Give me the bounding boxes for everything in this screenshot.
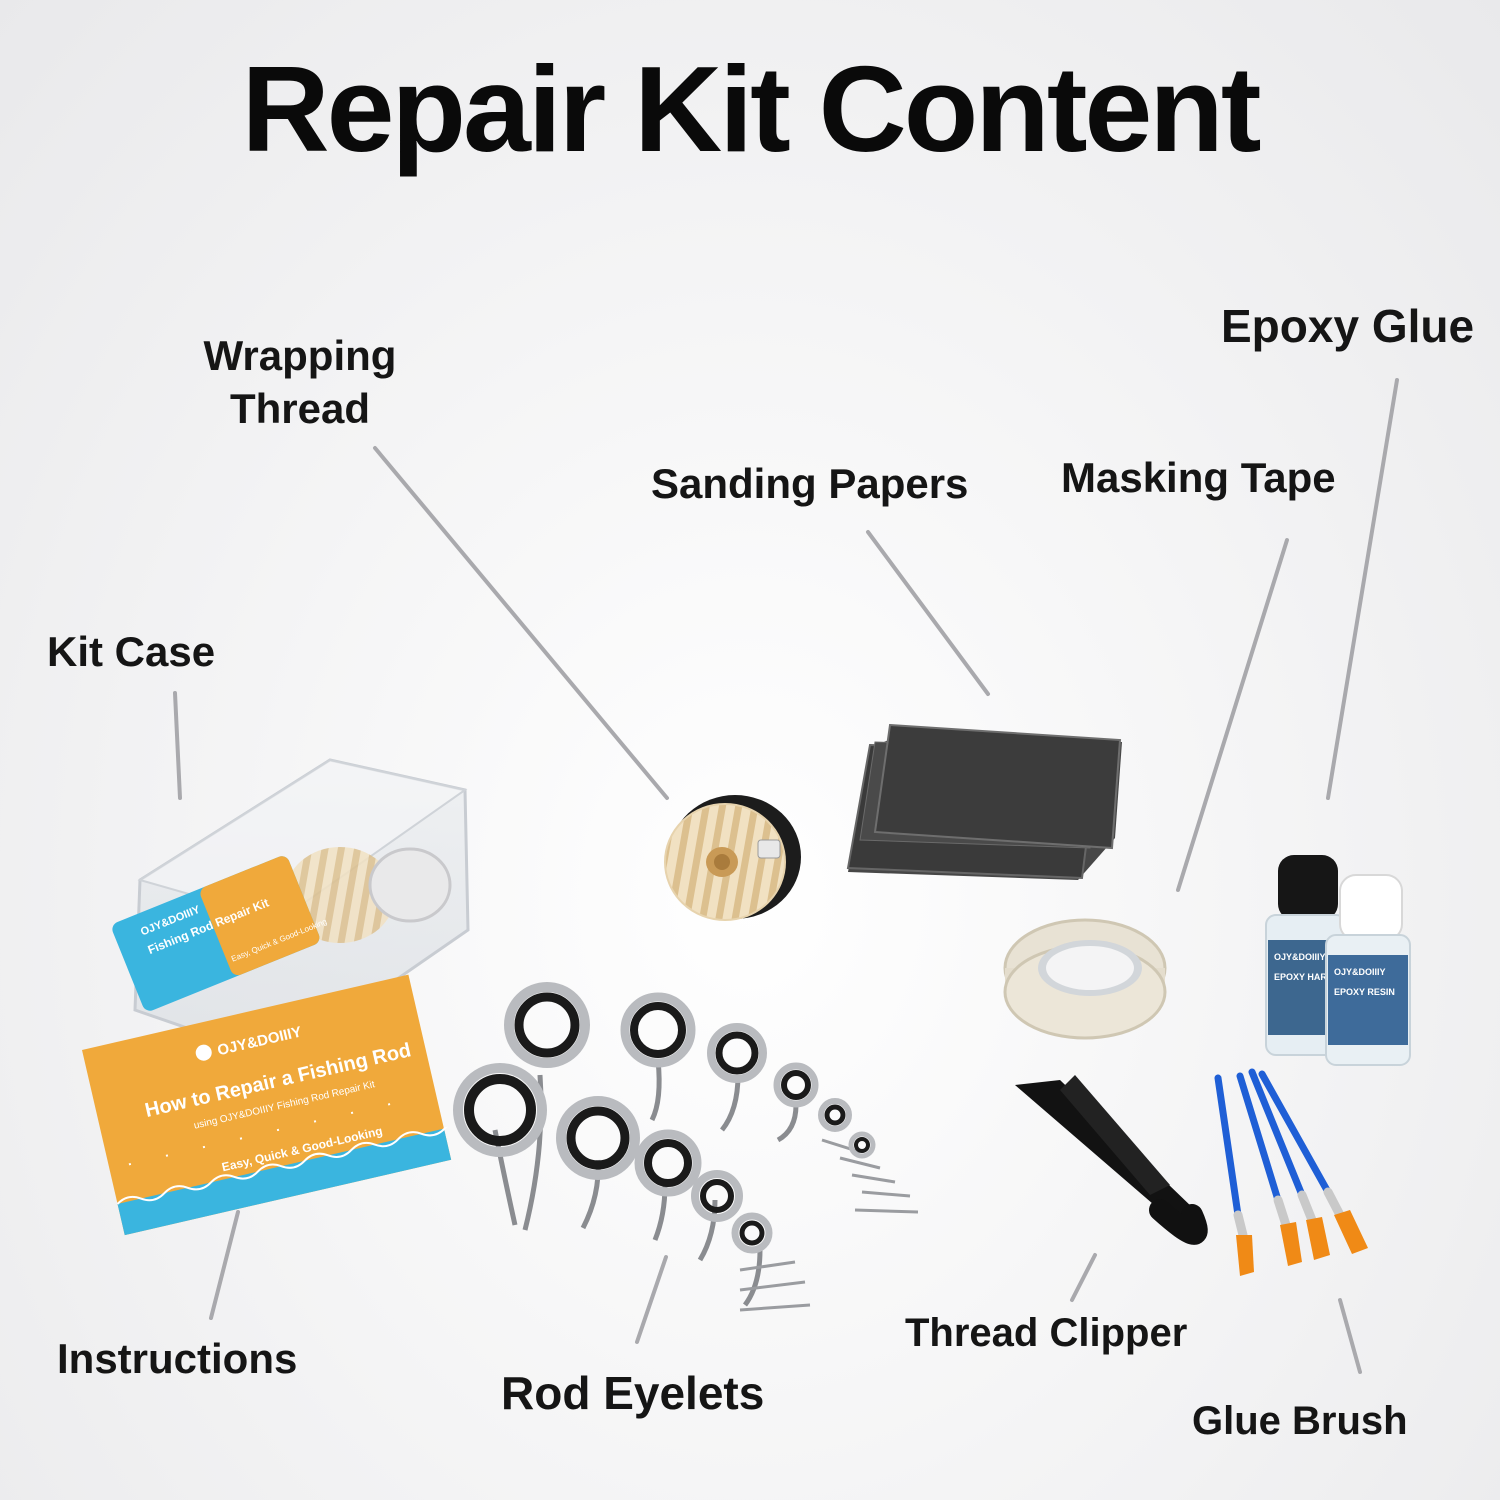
leader-lines (173, 378, 1399, 1374)
label-sanding-papers: Sanding Papers (651, 460, 969, 507)
page-title: Repair Kit Content (241, 41, 1262, 177)
instruction-card: OJY&DOIIIY How to Repair a Fishing Rod u… (82, 974, 452, 1236)
resin-brand: OJY&DOIIIY (1334, 967, 1386, 977)
label-wrapping-thread-line2: Thread (229, 384, 371, 432)
label-epoxy-glue: Epoxy Glue (1221, 300, 1475, 352)
wrapping-thread-spool (664, 795, 801, 921)
glue-brushes (1214, 1068, 1368, 1276)
thread-clipper (1015, 1075, 1208, 1245)
epoxy-resin-bottle: OJY&DOIIIY EPOXY RESIN (1325, 874, 1411, 1066)
label-instructions: Instructions (57, 1335, 298, 1382)
instructions-leader (209, 1210, 240, 1320)
hardener-label: EPOXY HARDENER (1274, 972, 1359, 982)
thread-clipper-leader (1070, 1253, 1097, 1302)
masking-tape (1003, 918, 1167, 1040)
rod-eyelets-leader (635, 1255, 668, 1344)
label-masking-tape: Masking Tape (1061, 454, 1336, 501)
resin-label: EPOXY RESIN (1334, 987, 1395, 997)
wrapping-thread-leader (373, 446, 669, 800)
masking-tape-leader (1176, 538, 1289, 892)
rod-eyelets (453, 982, 919, 1312)
glue-brush-leader (1338, 1298, 1362, 1374)
kit-case-leader (173, 691, 182, 800)
label-thread-clipper: Thread Clipper (905, 1311, 1188, 1355)
label-rod-eyelets: Rod Eyelets (501, 1367, 765, 1419)
hardener-brand: OJY&DOIIIY (1274, 952, 1326, 962)
label-wrapping-thread-line1: Wrapping (203, 332, 397, 379)
label-kit-case: Kit Case (47, 628, 216, 675)
sanding-papers (846, 723, 1122, 880)
label-glue-brush: Glue Brush (1192, 1399, 1408, 1443)
sanding-papers-leader (866, 530, 990, 696)
label-wrapping-thread: Wrapping Thread (200, 330, 400, 435)
epoxy-glue-leader (1326, 378, 1399, 800)
